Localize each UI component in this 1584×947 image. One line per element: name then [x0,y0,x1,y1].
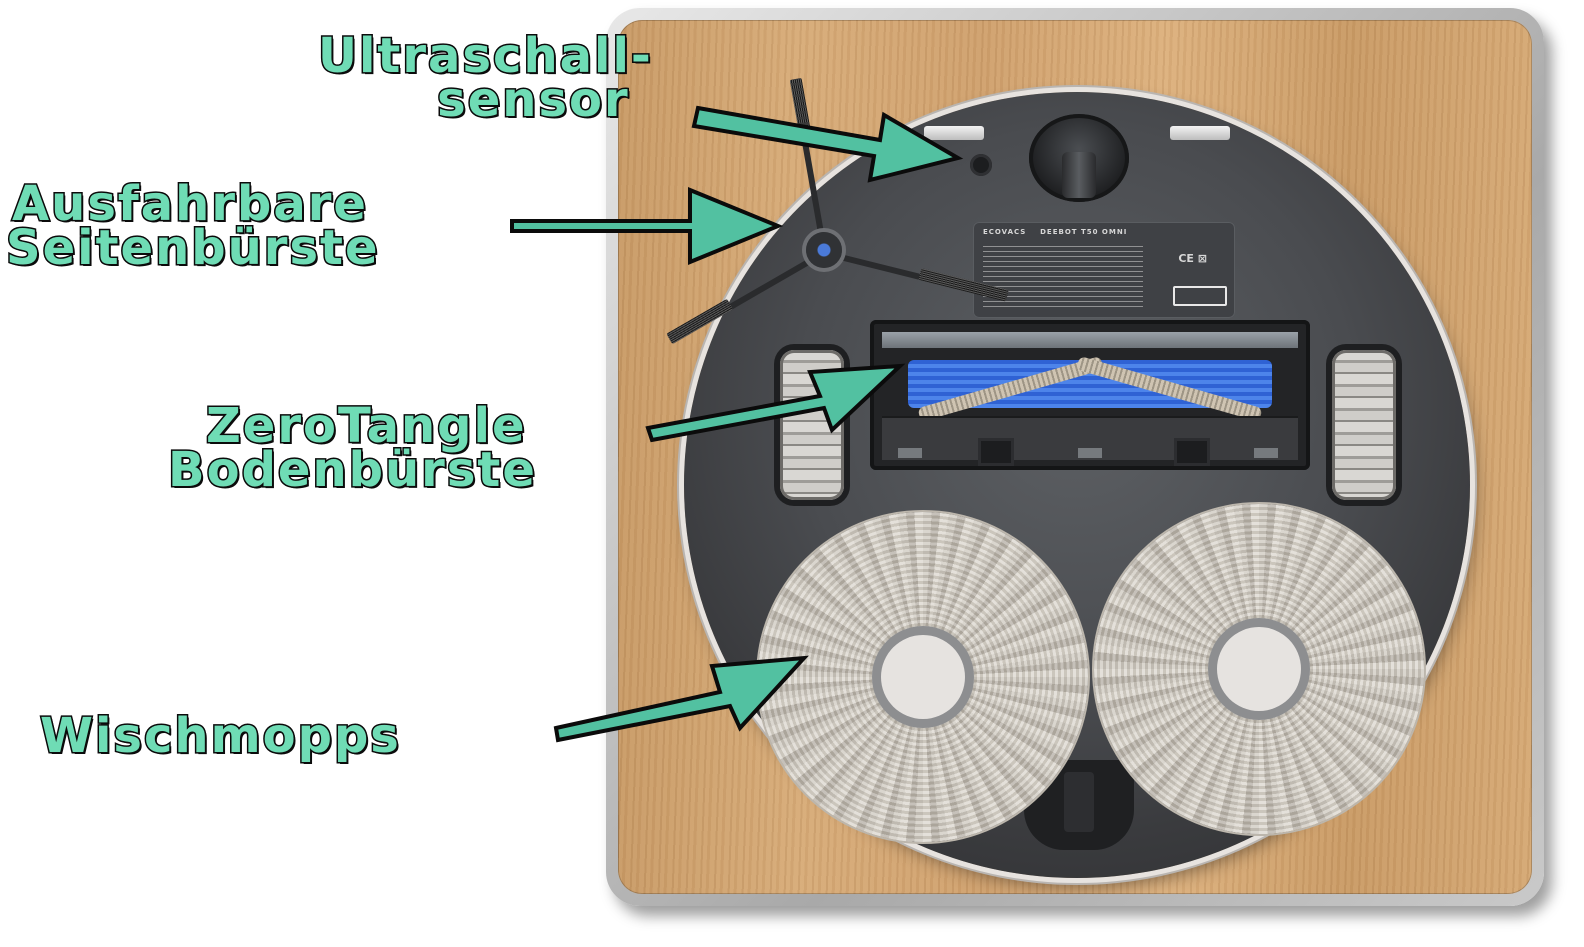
serial-box [1173,286,1227,306]
cover-pad [898,448,922,458]
caster-wheel [1062,152,1096,198]
photo-frame: ECOVACS DEEBOT T50 OMNI CE ⊠ [606,8,1544,906]
brand-text: ECOVACS [983,228,1027,236]
callout-line: Ultraschall- [317,28,653,84]
mop-pad-center [1217,627,1301,711]
cliff-sensor [1170,126,1230,140]
cover-pad [1078,448,1102,458]
cover-clip [978,438,1014,466]
callout-line: Seitenbürste [5,220,380,276]
left-drive-wheel [780,350,844,500]
brush-frame [882,332,1298,348]
side-brush-hub [806,232,842,268]
callout-side-brush: Ausfahrbare Seitenbürste [5,176,380,276]
callout-main-brush: ZeroTangle Bodenbürste [167,398,537,498]
main-brush-bay [870,320,1310,470]
callout-line: sensor [436,72,630,128]
certification-marks: CE ⊠ [1178,252,1207,265]
label-fine-print [983,246,1143,308]
product-label: ECOVACS DEEBOT T50 OMNI CE ⊠ [973,222,1235,318]
caster-wheel-housing [1029,114,1129,202]
brush-cover [882,416,1298,466]
label-brand-model: ECOVACS DEEBOT T50 OMNI [983,228,1127,236]
robot-vacuum-underside: ECOVACS DEEBOT T50 OMNI CE ⊠ [666,77,1470,878]
cliff-sensor [924,126,984,140]
side-brush-bristles [789,77,812,140]
mop-pad-right [1094,504,1424,834]
callout-line: Bodenbürste [167,442,537,498]
callout-line: Wischmopps [39,708,401,764]
cover-pad [1254,448,1278,458]
mop-pad-left [758,512,1088,842]
right-drive-wheel [1332,350,1396,500]
product-photo: ECOVACS DEEBOT T50 OMNI CE ⊠ [618,20,1532,894]
callout-ultrasonic-sensor: Ultraschall- sensor [317,28,653,128]
side-brush-bristles [666,298,733,345]
ultrasonic-sensor [970,154,992,176]
mop-pad-center [881,635,965,719]
callout-line: ZeroTangle [205,398,527,454]
callout-line: Ausfahrbare [11,176,368,232]
callout-mop-pads: Wischmopps [39,708,401,764]
cover-clip [1174,438,1210,466]
model-text: DEEBOT T50 OMNI [1040,228,1128,236]
